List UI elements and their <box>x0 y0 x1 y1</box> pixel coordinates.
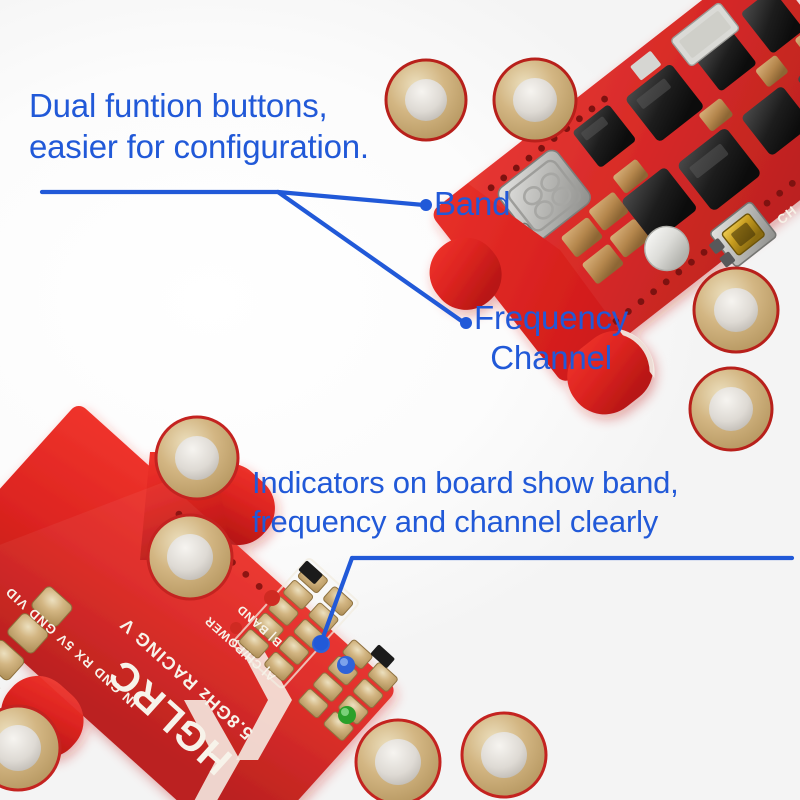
callout-frequency-channel: Frequency Channel <box>474 299 629 377</box>
callout-indicators-line2: frequency and channel clearly <box>252 503 659 539</box>
callout-frequency-line1: Frequency <box>474 299 629 336</box>
silkscreen-chevron <box>184 640 292 800</box>
mounting-hole <box>154 415 240 501</box>
mounting-hole <box>692 266 780 354</box>
top-board-mounting-holes <box>384 57 780 452</box>
bottom-board-mounting-holes <box>0 415 548 800</box>
annotation-endpoint-dots <box>313 199 472 651</box>
leader-band <box>275 189 427 208</box>
top-board-mount-tabs <box>429 237 654 415</box>
leader-indicators <box>319 555 355 643</box>
cap-round <box>644 225 690 272</box>
callout-dual-buttons-line2: easier for configuration. <box>29 127 369 165</box>
mounting-hole <box>354 718 442 800</box>
callout-indicators-line1: Indicators on board show band, <box>252 465 679 500</box>
callout-indicators: Indicators on board show band, frequency… <box>252 465 679 539</box>
callout-band: Band <box>434 185 511 222</box>
dot-band <box>420 199 432 211</box>
mounting-hole <box>460 711 548 799</box>
mounting-hole <box>384 58 468 142</box>
callout-dual-buttons-line1: Dual funtion buttons, <box>29 87 328 124</box>
callout-dual-buttons: Dual funtion buttons, easier for configu… <box>29 87 369 166</box>
callout-frequency-line2: Channel <box>490 338 612 376</box>
mounting-hole <box>146 513 234 601</box>
leader-frequency <box>275 189 466 325</box>
dot-indicators <box>313 635 329 651</box>
mounting-hole <box>492 57 578 143</box>
mounting-hole <box>0 704 62 792</box>
annotation-leader-lines <box>39 189 795 643</box>
channel-button <box>709 201 777 268</box>
dot-frequency <box>460 317 472 329</box>
crystal-oscillator <box>671 2 740 67</box>
solder-pad-row <box>0 586 73 708</box>
smd-capacitors <box>561 24 800 284</box>
mounting-hole <box>688 366 774 452</box>
